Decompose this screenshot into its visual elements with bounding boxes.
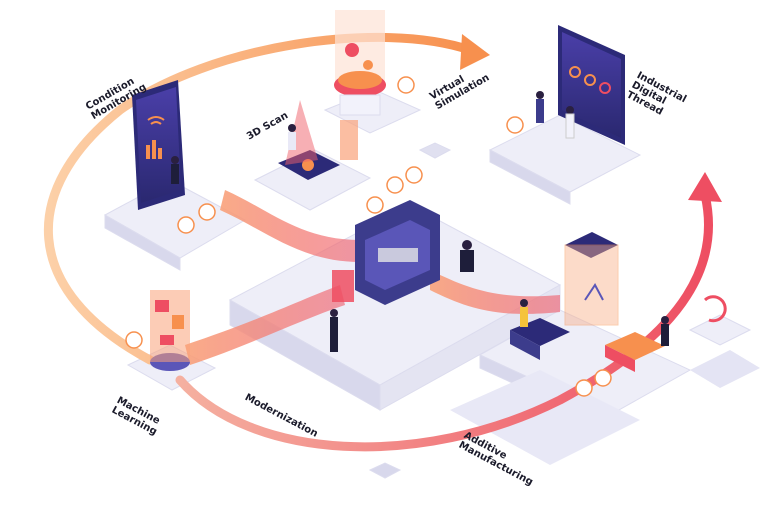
condition-monitoring-phone bbox=[132, 80, 185, 210]
3d-scan-station bbox=[278, 100, 358, 180]
wifi-icon bbox=[177, 216, 195, 234]
machine-learning-tower bbox=[150, 290, 190, 371]
data-ribbon bbox=[185, 285, 345, 365]
bottom-arrow-head bbox=[688, 172, 722, 202]
bell-icon bbox=[594, 369, 612, 387]
bell-icon bbox=[386, 176, 404, 194]
badges bbox=[125, 76, 612, 397]
digital-thread-screen bbox=[536, 25, 625, 145]
top-arrow-head bbox=[460, 34, 490, 70]
search-icon bbox=[198, 203, 216, 221]
person-analyst bbox=[171, 156, 179, 184]
3d-printer bbox=[510, 232, 727, 372]
wifi-icon bbox=[125, 331, 143, 349]
bell-icon bbox=[397, 76, 415, 94]
virtual-simulation-pedestal bbox=[334, 10, 386, 116]
cnc-machine bbox=[330, 200, 474, 352]
wifi-icon bbox=[575, 379, 593, 397]
wifi-icon bbox=[506, 116, 524, 134]
wifi-icon bbox=[366, 196, 384, 214]
search-icon bbox=[405, 166, 423, 184]
bottom-cycle-arrow bbox=[175, 190, 713, 452]
